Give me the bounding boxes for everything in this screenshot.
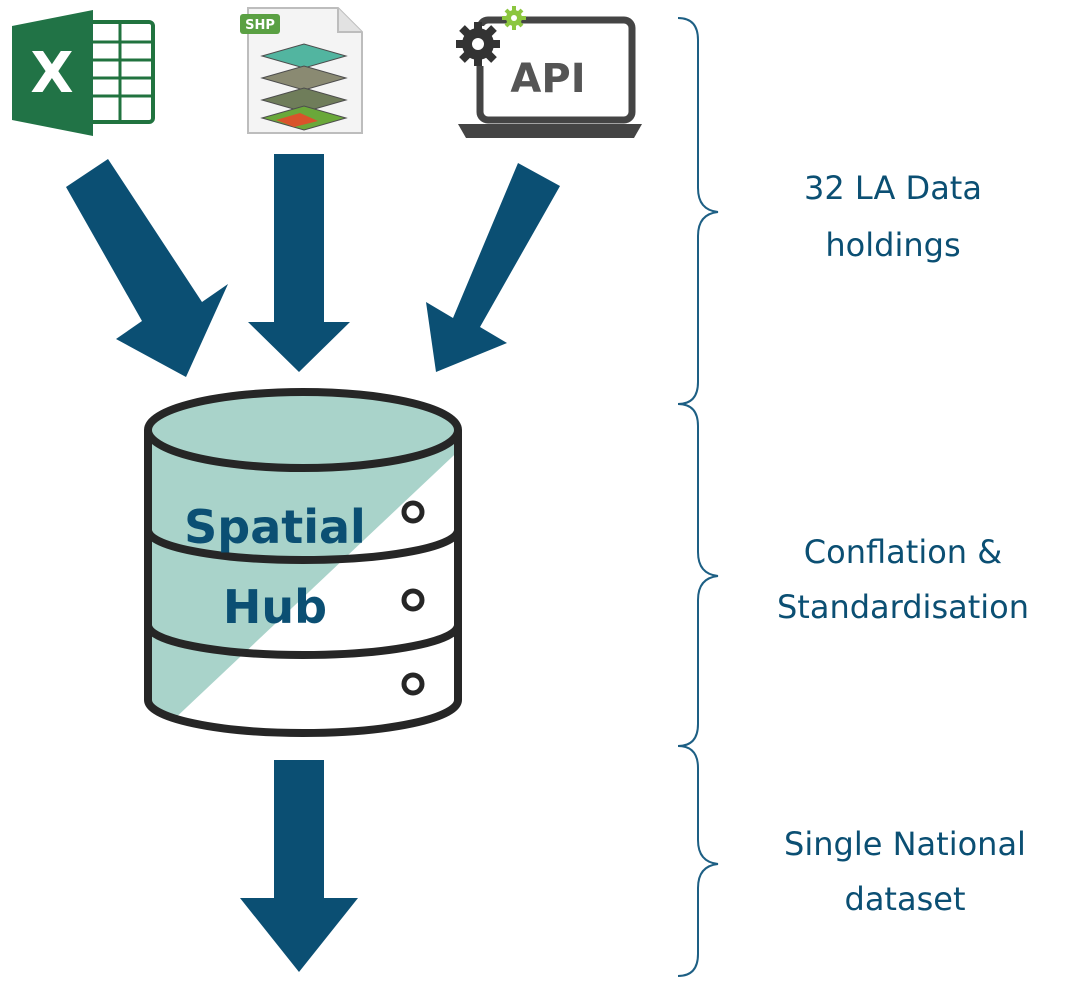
arrow-output-down bbox=[240, 760, 358, 972]
stage-3-line1: Single National bbox=[784, 825, 1026, 863]
shapefile-icon: SHP bbox=[240, 7, 363, 134]
small-gear-icon bbox=[502, 6, 526, 30]
stage-1-line1: 32 LA Data bbox=[804, 169, 982, 207]
brace-stage-2 bbox=[677, 403, 719, 747]
spatial-hub-database: Spatial Hub bbox=[144, 388, 462, 737]
shapefile-tag: SHP bbox=[245, 18, 275, 33]
indicator-dot-3 bbox=[401, 672, 425, 696]
stage-label-3: Single National dataset bbox=[784, 825, 1026, 918]
stage-2-line2: Standardisation bbox=[777, 588, 1029, 626]
excel-icon-letter: X bbox=[30, 41, 73, 106]
arrow-left-down bbox=[66, 159, 228, 377]
stage-1-line2: holdings bbox=[825, 226, 960, 264]
api-icon: API bbox=[456, 6, 642, 138]
brace-stage-1 bbox=[677, 17, 719, 405]
api-label: API bbox=[510, 56, 585, 102]
arrow-right-down bbox=[426, 163, 560, 372]
stage-label-2: Conflation & Standardisation bbox=[777, 533, 1029, 626]
gear-icon bbox=[456, 22, 500, 66]
stage-label-1: 32 LA Data holdings bbox=[804, 169, 982, 264]
excel-icon: X bbox=[12, 10, 155, 136]
hub-label-line2: Hub bbox=[223, 580, 327, 634]
indicator-dot-1 bbox=[401, 500, 425, 524]
brace-stage-3 bbox=[677, 745, 719, 977]
stage-2-line1: Conflation & bbox=[804, 533, 1002, 571]
stage-3-line2: dataset bbox=[845, 880, 966, 918]
arrow-down-center bbox=[248, 154, 350, 372]
indicator-dot-2 bbox=[401, 588, 425, 612]
hub-label-line1: Spatial bbox=[184, 500, 366, 554]
